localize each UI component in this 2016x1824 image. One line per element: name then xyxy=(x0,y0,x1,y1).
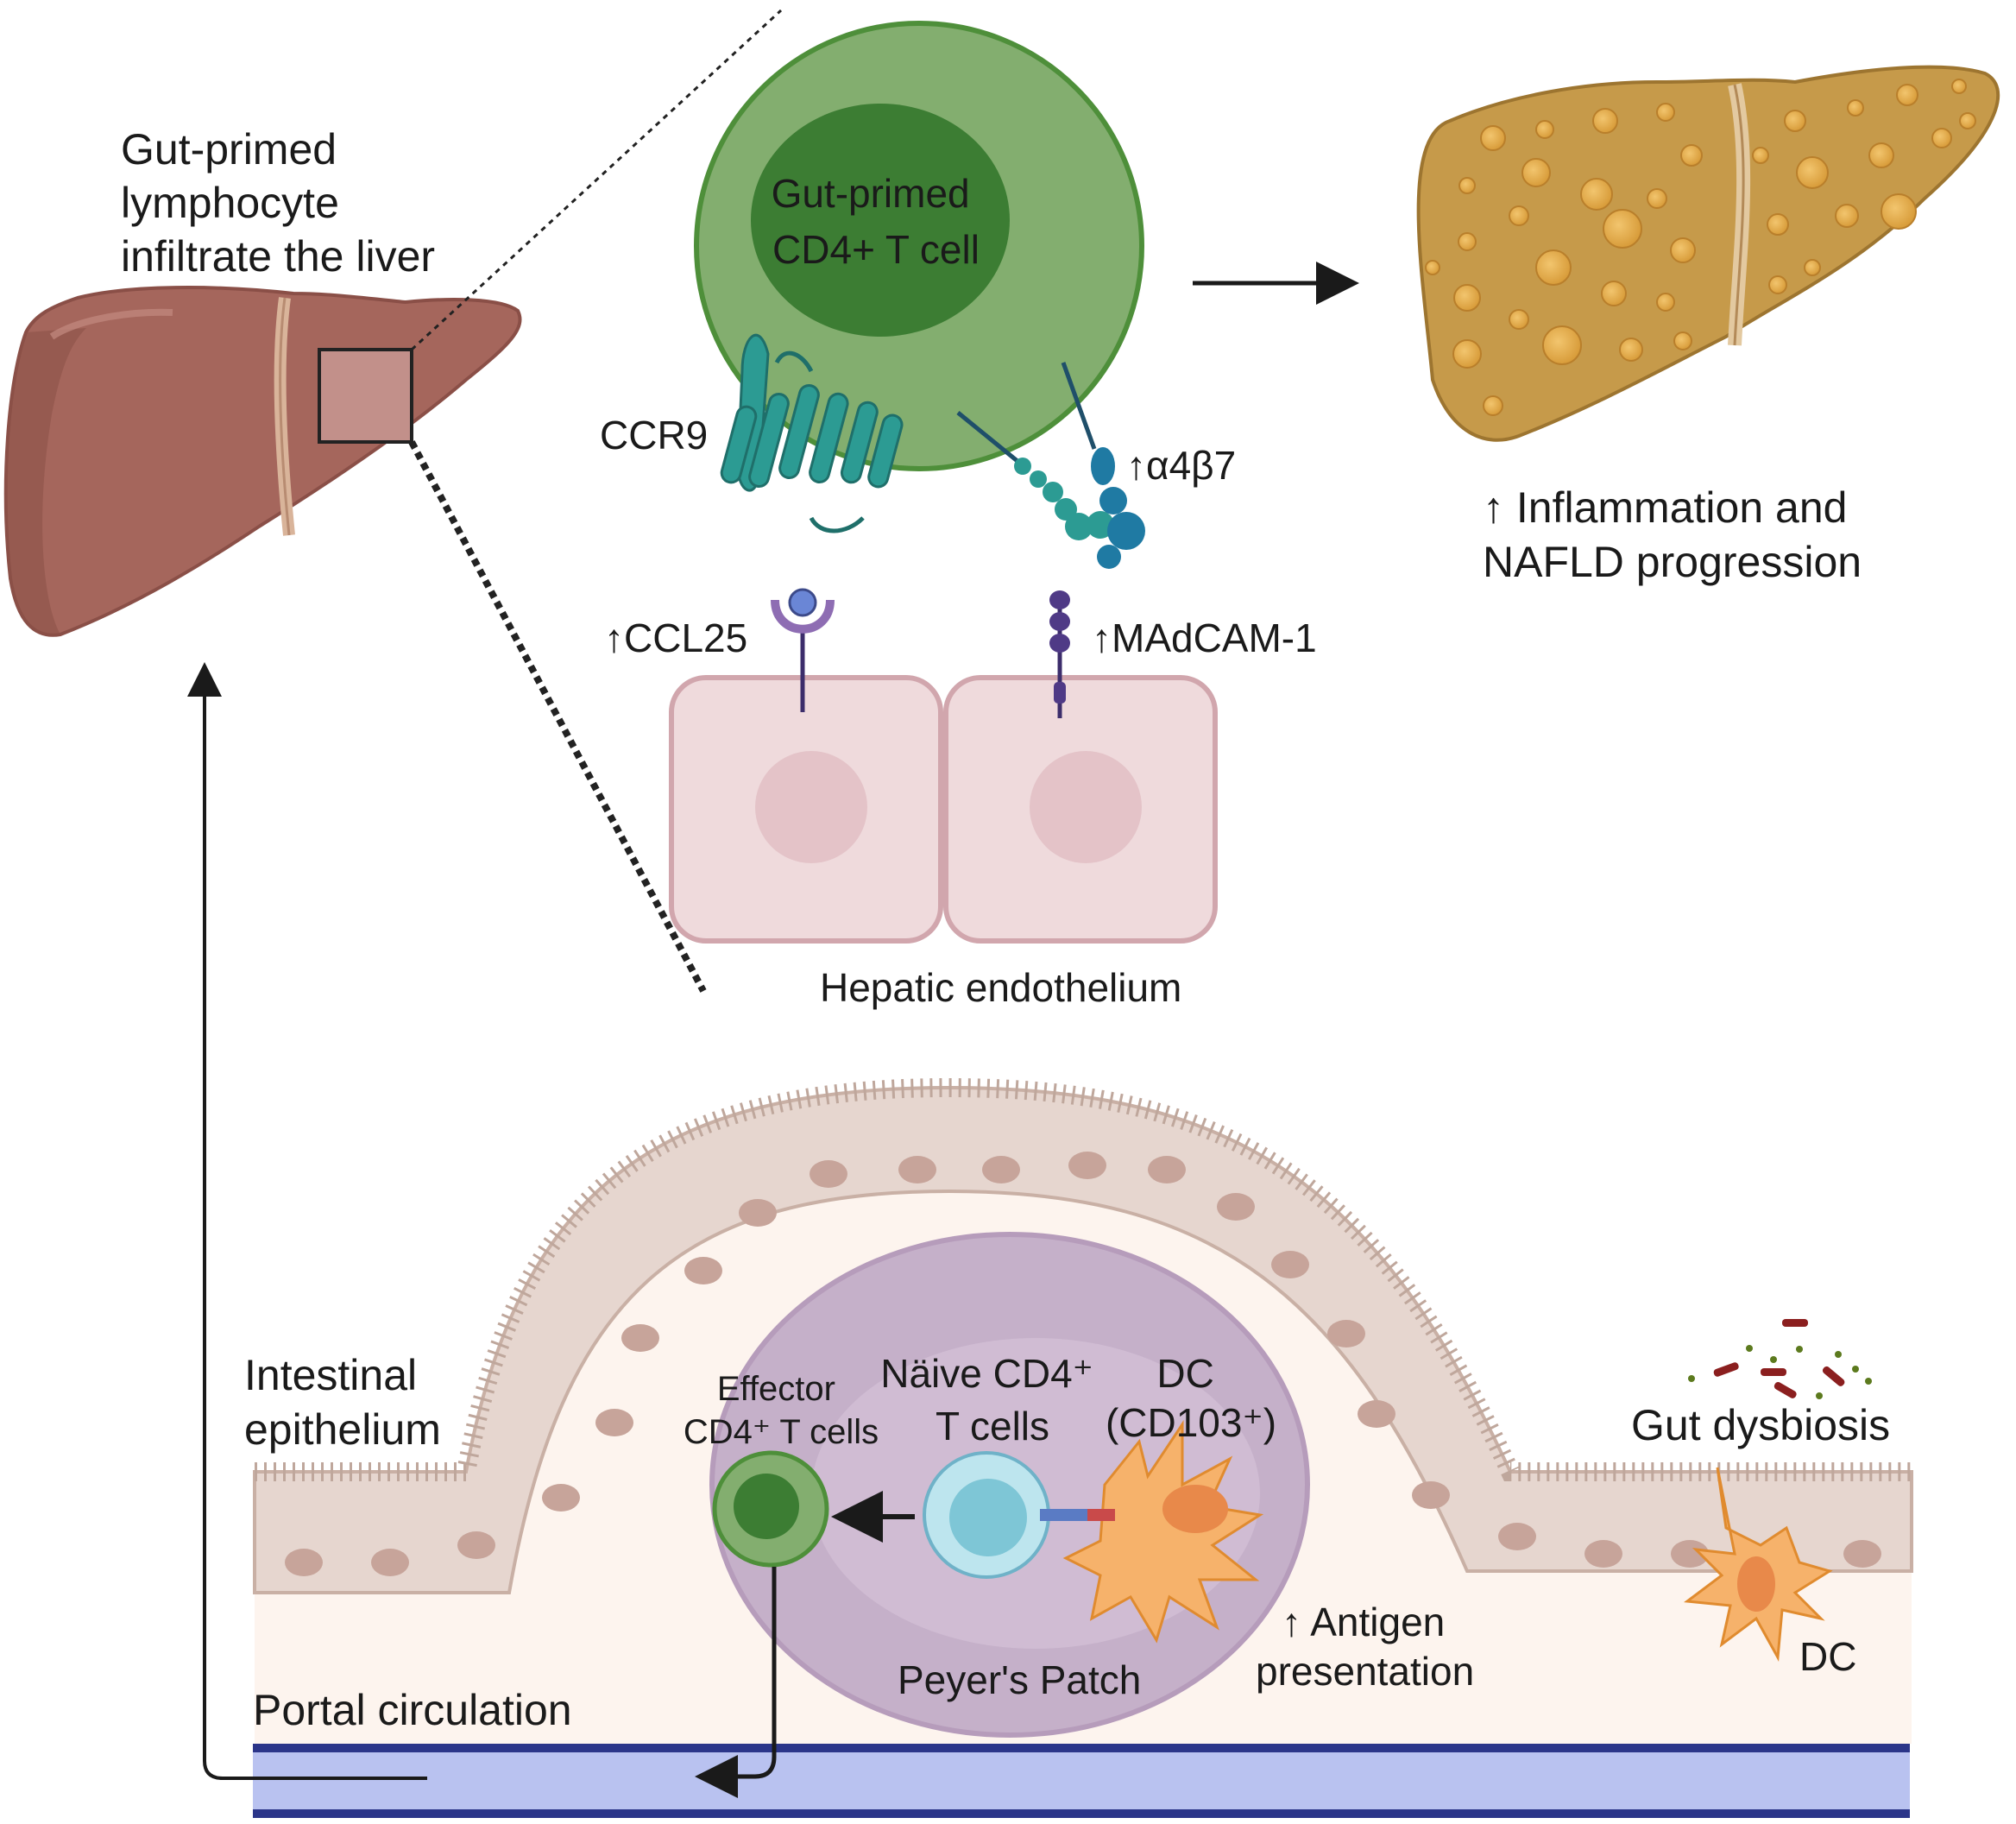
gut-dysbiosis-label: Gut dysbiosis xyxy=(1631,1401,1890,1449)
svg-text:Näive CD4⁺ T cells: Näive CD4⁺ T cells xyxy=(880,1351,1104,1448)
effector-to-vessel-arrow xyxy=(695,1567,777,1798)
vessel-to-liver-arrow xyxy=(187,662,427,1780)
dc-cd103-label-line1: DC xyxy=(1156,1351,1213,1396)
dendritic-cell-cd103-icon xyxy=(1040,1420,1264,1644)
t-cell-label-line2: CD4+ T cell xyxy=(772,227,980,272)
zoom-box xyxy=(318,348,413,444)
portal-circulation-label: Portal circulation xyxy=(253,1686,572,1734)
outcome-line2: NAFLD progression xyxy=(1483,538,1862,586)
antigen-label-line1: ↑ Antigen xyxy=(1282,1600,1445,1644)
svg-text:↑ Antigen presentation: ↑ Antigen presentation xyxy=(1256,1600,1474,1694)
liver-label-line1: Gut-primed xyxy=(121,125,337,174)
dendritic-cell-icon xyxy=(1684,1467,1833,1662)
antigen-label-line2: presentation xyxy=(1256,1649,1474,1694)
svg-text:Intestinal epithelium: Intestinal epithelium xyxy=(244,1351,441,1454)
zoom-line-bottom xyxy=(408,440,707,993)
integrin-label: ↑α4β7 xyxy=(1126,443,1236,488)
svg-text:Effector CD4⁺ T cells: Effector CD4⁺ T cells xyxy=(684,1370,879,1451)
ccl25-receptor-icon xyxy=(771,588,835,712)
svg-text:Gut-primed lymphocyte: Gut-primed lymphocyte infiltrate the liv… xyxy=(121,125,435,281)
svg-text:DC (CD103⁺): DC (CD103⁺) xyxy=(1106,1351,1276,1445)
zoom-line-top xyxy=(410,9,783,351)
svg-text:↑ Inflammation and NAFLD p: ↑ Inflammation and NAFLD progression xyxy=(1483,483,1862,586)
peyers-patch-label: Peyer's Patch xyxy=(898,1657,1141,1702)
gut-primed-t-cell xyxy=(694,21,1144,471)
ccr9-label: CCR9 xyxy=(600,413,708,458)
hepatic-endothelium-cells xyxy=(669,675,1218,944)
fat-droplets xyxy=(1425,79,1976,416)
ccl25-label: ↑CCL25 xyxy=(604,615,747,660)
madcam-1-icon xyxy=(1049,590,1070,718)
ccr9-receptor-icon xyxy=(720,333,904,533)
naive-label-line1: Näive CD4⁺ xyxy=(880,1351,1093,1396)
naive-label-line2: T cells xyxy=(936,1404,1049,1448)
dc-cd103-label-line2: (CD103⁺) xyxy=(1106,1400,1276,1445)
effector-label-line2: CD4⁺ T cells xyxy=(684,1413,879,1451)
bacteria-icon xyxy=(1688,1319,1872,1399)
portal-vessel xyxy=(253,1744,1910,1818)
intestinal-epithelium-label-line1: Intestinal xyxy=(244,1351,417,1399)
hepatic-endothelium-label: Hepatic endothelium xyxy=(820,965,1181,1010)
naive-t-cell xyxy=(923,1451,1050,1579)
intestinal-epithelium xyxy=(253,1077,1913,1594)
intestinal-epithelium-label-line2: epithelium xyxy=(244,1405,441,1454)
outcome-line1: ↑ Inflammation and xyxy=(1483,483,1847,532)
liver-label-line3: infiltrate the liver xyxy=(121,232,435,281)
fatty-liver xyxy=(1416,65,2000,442)
dc-label: DC xyxy=(1799,1634,1856,1679)
t-cell-nucleus xyxy=(751,104,1010,337)
effector-t-cell xyxy=(712,1450,829,1568)
healthy-liver xyxy=(3,286,522,637)
effector-label-line1: Effector xyxy=(717,1370,835,1408)
t-cell-label-line1: Gut-primed xyxy=(772,171,970,216)
liver-label-line2: lymphocyte xyxy=(121,179,339,227)
integrin-a4b7-icon xyxy=(956,362,1145,569)
svg-text:Gut-primed CD4+ T cell: Gut-primed CD4+ T cell xyxy=(772,171,981,272)
madcam-1-label: ↑MAdCAM-1 xyxy=(1092,615,1317,660)
